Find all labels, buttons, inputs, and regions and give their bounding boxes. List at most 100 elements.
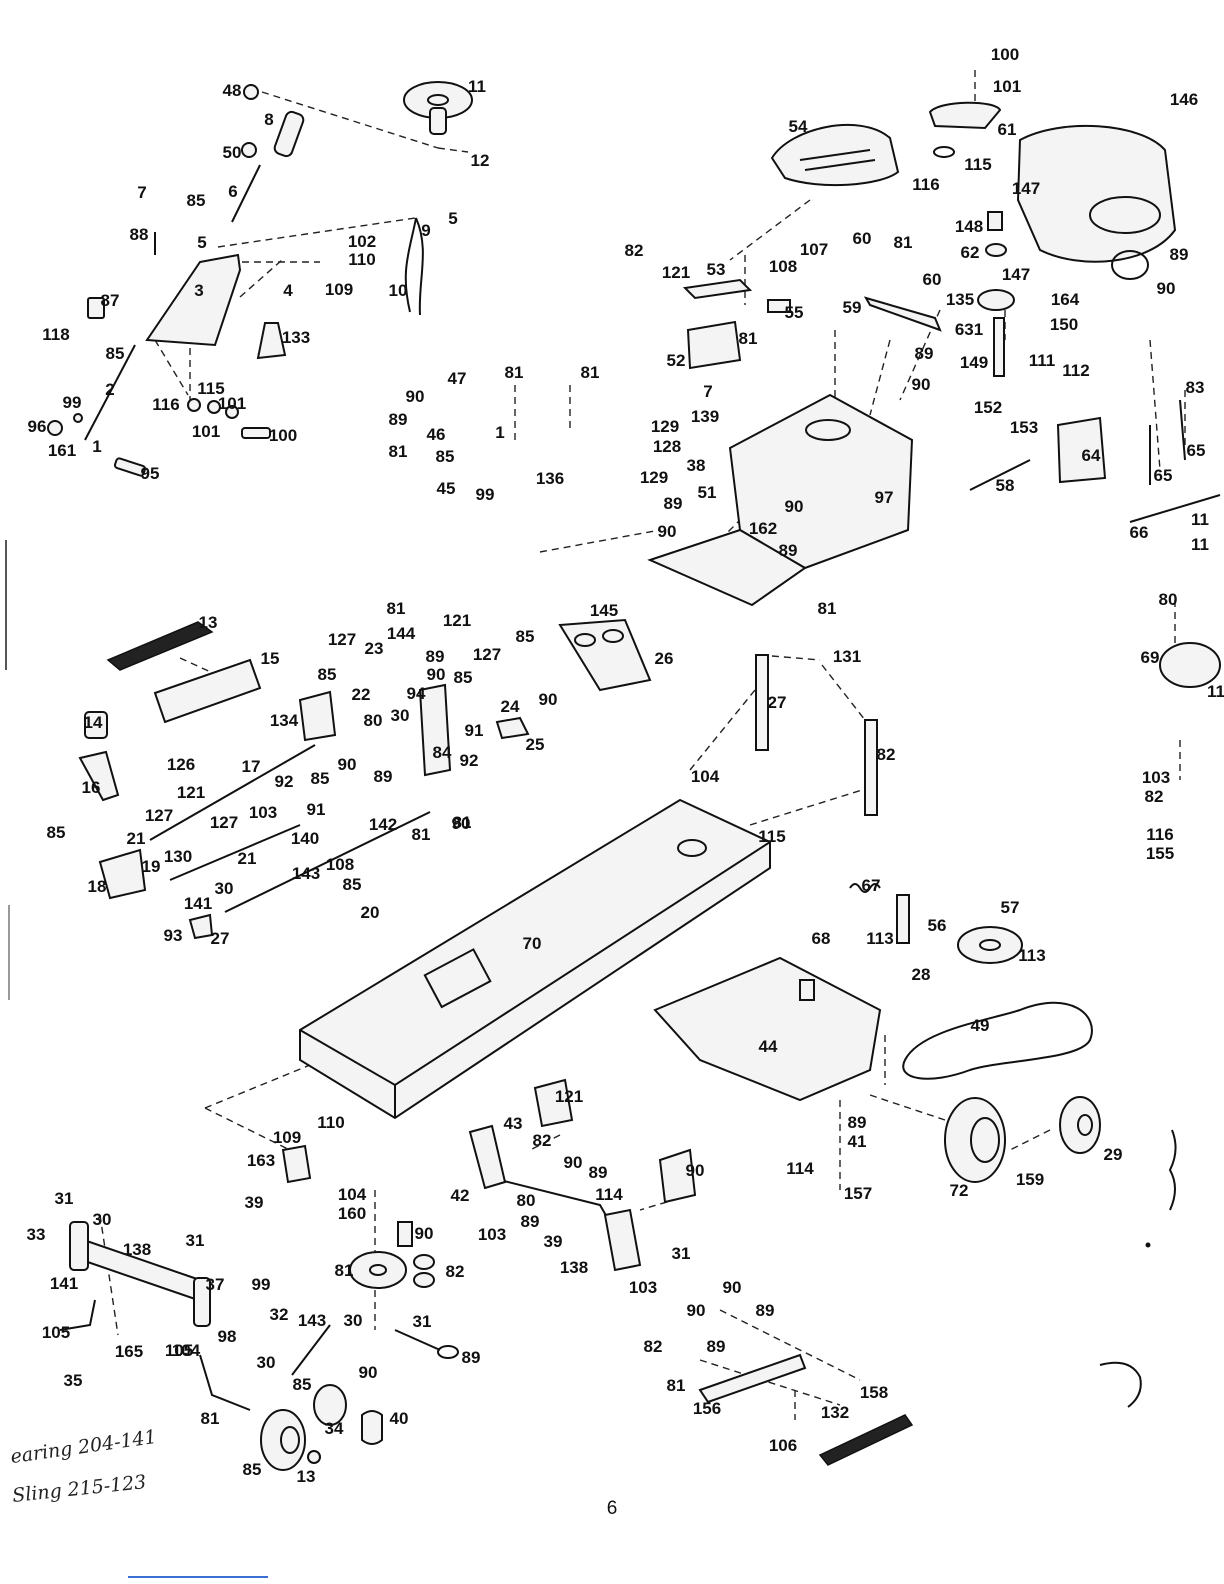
callout: 105 [165, 1341, 193, 1360]
callout: 15 [261, 649, 280, 668]
callout: 94 [407, 684, 426, 703]
callout: 631 [955, 320, 983, 339]
callout: 103 [629, 1278, 657, 1297]
callout: 90 [406, 387, 425, 406]
column-bracket-part [145, 253, 242, 347]
callout: 87 [101, 291, 120, 310]
callout: 82 [877, 745, 896, 764]
callout: 89 [389, 410, 408, 429]
callout: 85 [343, 875, 362, 894]
callout: 91 [465, 721, 484, 740]
callout: 90 [539, 690, 558, 709]
callout: 10 [389, 281, 408, 300]
callout: 85 [187, 191, 206, 210]
callout: 116 [912, 175, 939, 194]
callout: 59 [843, 298, 862, 317]
callout: 81 [387, 599, 406, 618]
callout: 99 [252, 1275, 271, 1294]
callout: 18 [88, 877, 107, 896]
callout: 5 [197, 233, 206, 252]
callout: 156 [693, 1399, 721, 1418]
callout: 7 [703, 382, 712, 401]
callout: 39 [245, 1193, 264, 1212]
callout: 30 [391, 706, 410, 725]
callout: 47 [448, 369, 467, 388]
engine-part [1016, 124, 1177, 263]
callout: 139 [691, 407, 719, 426]
callout: 90 [687, 1301, 706, 1320]
callout: 163 [247, 1151, 275, 1170]
callout: 20 [361, 903, 380, 922]
battery-part [1056, 416, 1107, 484]
callout: 158 [860, 1383, 888, 1402]
callout: 30 [344, 1311, 363, 1330]
callout: 65 [1187, 441, 1206, 460]
callout: 45 [437, 479, 456, 498]
callout: 17 [242, 757, 261, 776]
callout: 68 [812, 929, 831, 948]
callout: 99 [63, 393, 82, 412]
callout: 114 [786, 1159, 814, 1178]
callout: 90 [415, 1224, 434, 1243]
callout: 55 [785, 303, 804, 322]
callout: 81 [453, 813, 472, 832]
callout: 53 [707, 260, 726, 279]
callout: 115 [197, 379, 224, 398]
callout: 81 [335, 1261, 354, 1280]
callout: 58 [996, 476, 1015, 495]
callout: 85 [106, 344, 125, 363]
callout: 121 [555, 1087, 583, 1106]
callout: 108 [326, 855, 354, 874]
callout: 42 [451, 1186, 470, 1205]
callout: 85 [318, 665, 337, 684]
callout: 89 [756, 1301, 775, 1320]
callout: 128 [653, 437, 681, 456]
callout: 90 [338, 755, 357, 774]
callout: 6 [228, 182, 237, 201]
callout: 110 [348, 250, 375, 269]
callout: 82 [644, 1337, 663, 1356]
callout: 143 [298, 1311, 326, 1330]
callout: 52 [667, 351, 686, 370]
callout: 96 [28, 417, 47, 436]
callout: 149 [960, 353, 988, 372]
callout: 116 [1146, 825, 1173, 844]
callout: 21 [127, 829, 146, 848]
callout: 35 [64, 1371, 83, 1390]
callout: 144 [387, 624, 416, 643]
callout: 21 [238, 849, 257, 868]
callout: 127 [328, 630, 356, 649]
callout: 103 [478, 1225, 506, 1244]
callout: 141 [184, 894, 212, 913]
callout: 89 [707, 1337, 726, 1356]
callout: 50 [223, 143, 242, 162]
callout: 49 [971, 1016, 990, 1035]
callout: 109 [273, 1128, 301, 1147]
callout: 16 [82, 778, 101, 797]
callout: 157 [844, 1184, 872, 1203]
callout: 100 [991, 45, 1019, 64]
callout: 11 [468, 77, 486, 96]
callout: 112 [1062, 361, 1089, 380]
callout: 113 [866, 929, 893, 948]
callout: 85 [454, 668, 473, 687]
callout: 115 [964, 155, 991, 174]
callout: 13 [199, 613, 218, 632]
callout: 131 [833, 647, 861, 666]
callout: 54 [789, 117, 808, 136]
callout: 160 [338, 1204, 366, 1223]
step-plate-part [106, 621, 214, 671]
callout: 26 [655, 649, 674, 668]
callout: 141 [50, 1274, 78, 1293]
callout: 116 [152, 395, 179, 414]
callout: 100 [269, 426, 297, 445]
callout: 92 [275, 772, 294, 791]
callout: 40 [390, 1409, 409, 1428]
callout: 80 [1159, 590, 1178, 609]
callout: 104 [691, 767, 720, 786]
callout: 89 [374, 767, 393, 786]
callout: 80 [517, 1191, 536, 1210]
callout: 67 [862, 876, 881, 895]
callout: 81 [201, 1409, 220, 1428]
